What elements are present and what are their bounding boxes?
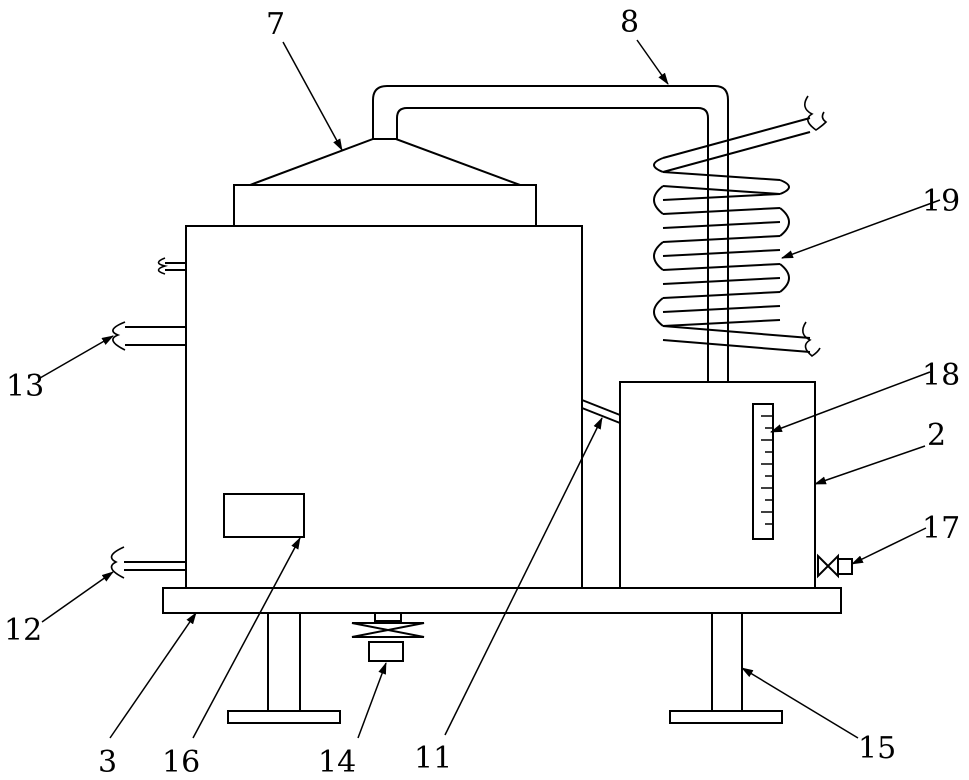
- support-leg-left: [228, 613, 340, 723]
- upper-stub-pipe: [159, 258, 187, 274]
- level-gauge: [753, 404, 773, 539]
- condenser-coil: [654, 96, 826, 356]
- control-box: [224, 494, 304, 537]
- bottom-drain-valve: [352, 613, 424, 661]
- lower-inlet-pipe: [112, 547, 187, 578]
- label-8: 8: [620, 5, 639, 40]
- label-2: 2: [927, 418, 946, 453]
- label-11: 11: [414, 741, 452, 776]
- tank-collar: [234, 185, 536, 226]
- label-12: 12: [4, 613, 42, 648]
- label-17: 17: [922, 511, 960, 546]
- tank-cone-lid: [250, 139, 520, 185]
- label-19: 19: [922, 184, 960, 219]
- collection-tank: [620, 382, 815, 588]
- inlet-pipe: [113, 322, 186, 350]
- support-leg-right: [670, 613, 782, 723]
- outlet-valve: [818, 556, 852, 576]
- label-13: 13: [6, 369, 44, 404]
- label-16: 16: [162, 745, 200, 780]
- base-plate: [163, 588, 841, 613]
- label-14: 14: [318, 745, 356, 780]
- label-3: 3: [98, 745, 117, 780]
- label-18: 18: [922, 358, 960, 393]
- label-7: 7: [266, 7, 285, 42]
- label-15: 15: [858, 731, 896, 766]
